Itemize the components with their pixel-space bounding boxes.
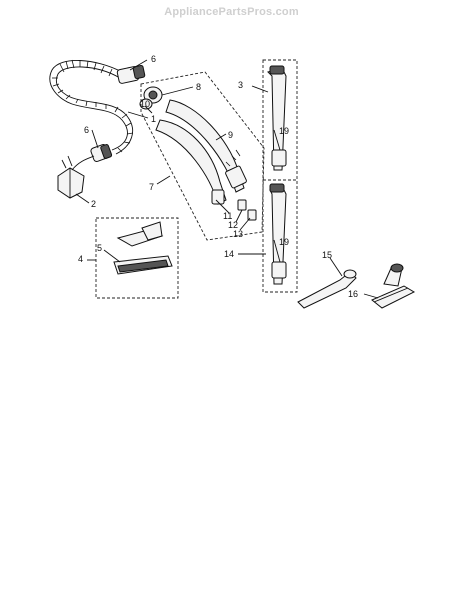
callout-2: 2 [91,199,96,209]
crevice-tool-part[interactable] [297,269,357,309]
callout-1: 1 [151,114,156,124]
callout-15: 15 [322,250,332,260]
callout-19-lower: 19 [279,237,289,247]
callout-5: 5 [97,243,102,253]
callout-6-top: 6 [151,54,156,64]
wand-upper-part[interactable] [262,59,298,181]
callout-9: 9 [228,130,233,140]
leader-lines [75,59,379,299]
hose-part[interactable] [49,59,146,162]
upholstery-tool-part[interactable] [95,217,179,299]
callout-8: 8 [196,82,201,92]
callout-4: 4 [78,254,83,264]
callout-13: 13 [233,229,243,239]
dusting-brush-part[interactable] [371,263,416,309]
callout-12: 12 [228,220,238,230]
cord-plug-part[interactable] [57,155,95,199]
watermark: AppliancePartsPros.com [164,6,299,18]
callout-11: 11 [223,211,232,221]
callout-10: 10 [140,99,150,109]
callout-16: 16 [348,289,358,299]
callout-3: 3 [238,80,243,90]
callout-7: 7 [149,182,154,192]
callout-14: 14 [224,249,234,259]
hose-swivel-part[interactable] [139,86,163,110]
callout-19-upper: 19 [279,126,289,136]
handle-assembly-part[interactable] [140,71,265,241]
callout-6-lower: 6 [84,125,89,135]
wand-lower-part[interactable] [262,179,298,293]
